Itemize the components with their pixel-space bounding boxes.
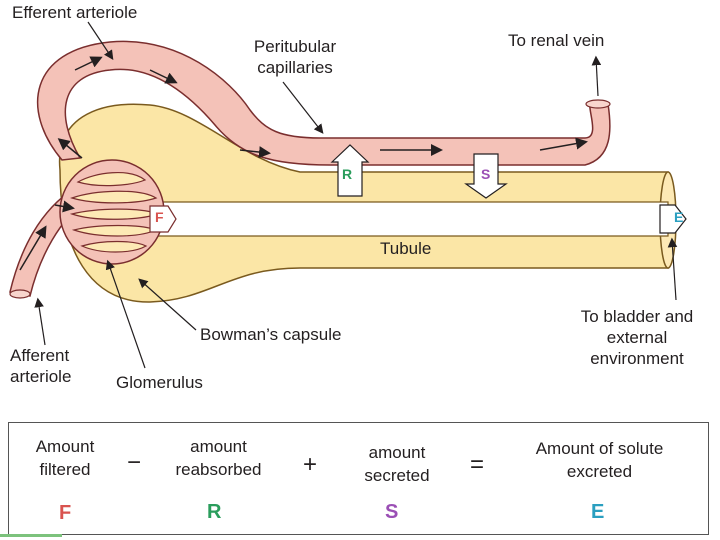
- bladder-line3: environment: [590, 349, 684, 368]
- corner-accent: [0, 534, 62, 537]
- efferent-arteriole-label: Efferent arteriole: [12, 3, 138, 22]
- term3-line2: secreted: [364, 466, 430, 485]
- equation-letter-e: E: [591, 501, 605, 523]
- reabsorption-arrow: [330, 144, 370, 197]
- term-excreted: Amount of solute excreted: [517, 437, 682, 483]
- glomerulus-label: Glomerulus: [116, 373, 203, 392]
- secretion-letter: S: [481, 166, 491, 182]
- bladder-line1: To bladder and: [580, 307, 694, 326]
- nephron-diagram: [9, 21, 687, 369]
- term1-line2: filtered: [39, 460, 91, 479]
- bladder-line2: external: [606, 328, 668, 347]
- minus-sign: −: [127, 449, 142, 476]
- term4-line1: Amount of solute: [535, 439, 664, 458]
- secretion-arrow: [464, 153, 508, 199]
- tubule-label: Tubule: [380, 239, 432, 258]
- reabsorption-letter: R: [342, 166, 353, 182]
- excretion-letter: E: [674, 209, 684, 225]
- peritubular-line2: capillaries: [257, 58, 333, 77]
- renal-vein-label: To renal vein: [508, 31, 605, 50]
- glomerulus-shape: [59, 159, 165, 265]
- term-reabsorbed: amount reabsorbed: [161, 435, 276, 481]
- afferent-line1: Afferent: [10, 346, 70, 365]
- term2-line2: reabsorbed: [175, 460, 262, 479]
- afferent-arteriole-label: Afferent arteriole: [10, 345, 71, 387]
- term-secreted: amount secreted: [347, 441, 447, 487]
- term3-line1: amount: [368, 443, 426, 462]
- equation-box: Amount filtered − amount reabsorbed + am…: [8, 422, 709, 535]
- afferent-opening: [9, 289, 31, 299]
- equation-letter-r: R: [207, 501, 222, 523]
- plus-sign: +: [303, 451, 318, 478]
- bladder-label: To bladder and external environment: [572, 306, 702, 369]
- excretion-arrow: [659, 204, 687, 234]
- afferent-line2: arteriole: [10, 367, 72, 386]
- filtration-letter: F: [155, 209, 164, 225]
- renal-vein-opening: [585, 99, 611, 109]
- term-filtered: Amount filtered: [15, 435, 115, 481]
- bowmans-capsule-label: Bowman’s capsule: [200, 325, 342, 344]
- filtration-arrow: [149, 205, 177, 233]
- term1-line1: Amount: [35, 437, 95, 456]
- term2-line1: amount: [190, 437, 247, 456]
- tubule-lumen: [149, 201, 669, 237]
- equation-letter-f: F: [59, 502, 72, 524]
- equals-sign: =: [470, 451, 485, 478]
- peritubular-label: Peritubular capillaries: [240, 36, 350, 78]
- term4-line2: excreted: [566, 462, 633, 481]
- peritubular-line1: Peritubular: [253, 37, 337, 56]
- equation-letter-s: S: [385, 501, 399, 523]
